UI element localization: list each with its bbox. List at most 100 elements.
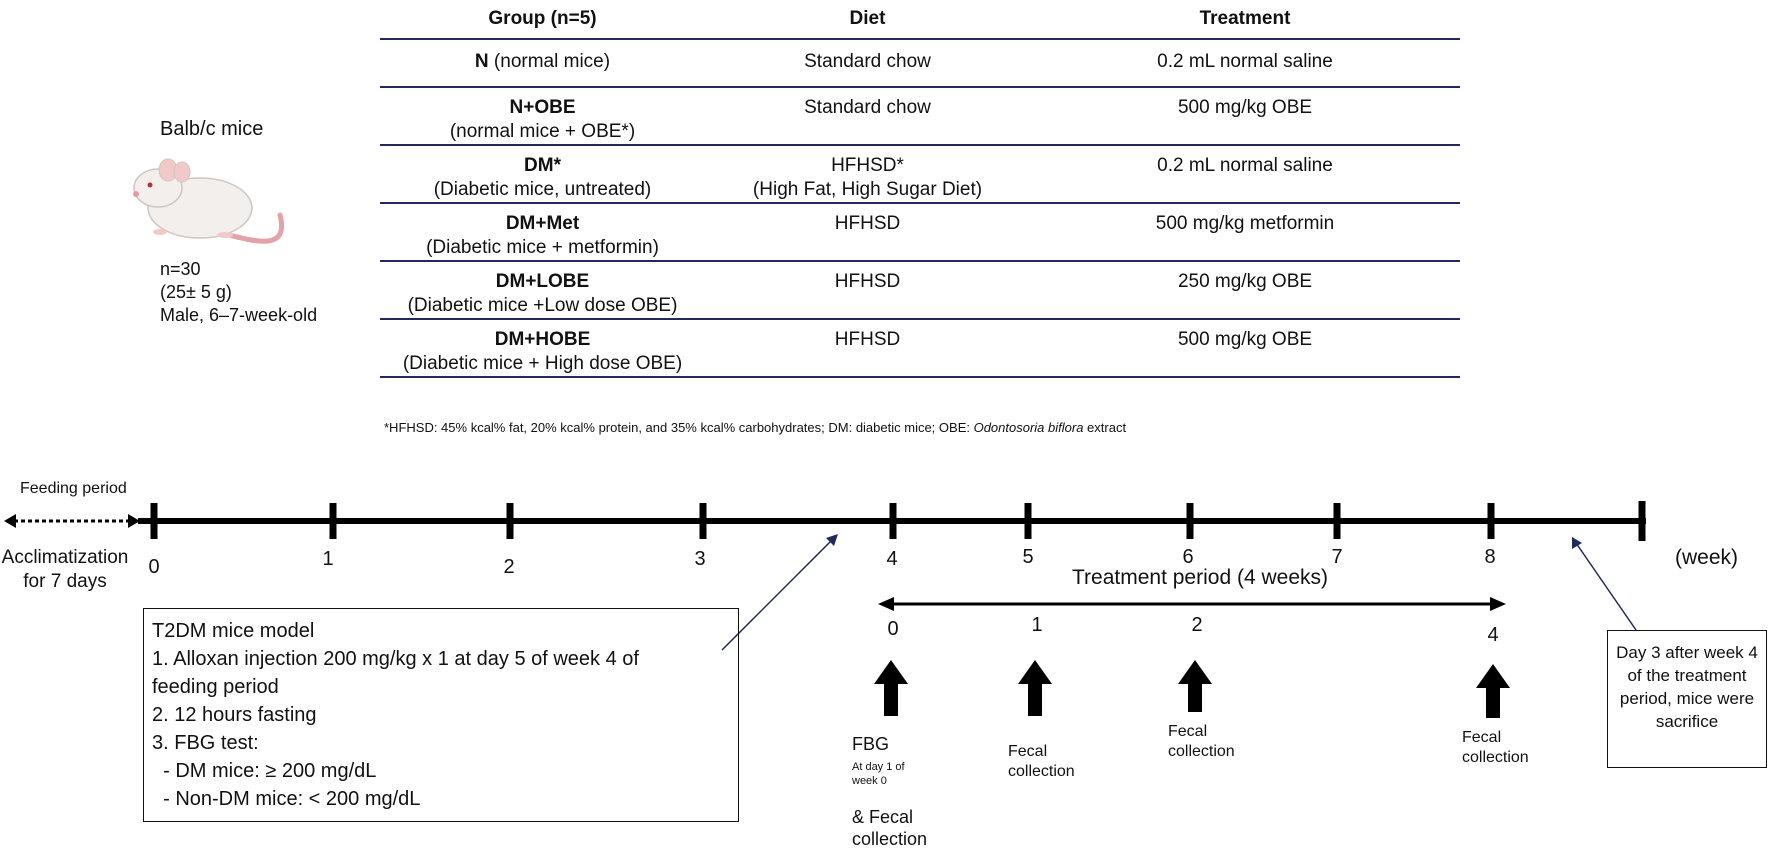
- header-treatment: Treatment: [1199, 8, 1291, 29]
- mouse-strain-label: Balb/c mice: [160, 118, 264, 140]
- fbg-fecal-line: & Fecal: [852, 807, 914, 827]
- model-line: - Non-DM mice: < 200 mg/dL: [152, 788, 421, 810]
- diet-cell: HFHSD: [834, 213, 901, 234]
- fbg-label: FBG: [852, 734, 890, 754]
- diet-cell: HFHSD: [834, 329, 901, 350]
- mouse-weight: (25± 5 g): [160, 282, 232, 302]
- treatment-cell: 0.2 mL normal saline: [1157, 51, 1333, 72]
- sacrifice-pointer-arrow: [1572, 537, 1637, 631]
- header-diet: Diet: [849, 8, 886, 29]
- treatment-week-label: 1: [1031, 614, 1043, 636]
- footnote-end: extract: [1083, 420, 1127, 435]
- feeding-period-label: Feeding period: [20, 480, 127, 497]
- sacrifice-box: Day 3 after week 4 of the treatment peri…: [1607, 630, 1767, 768]
- fecal-line: Fecal: [1008, 743, 1048, 760]
- model-line: feeding period: [152, 676, 279, 698]
- table-row: DM+Met(Diabetic mice + metformin) HFHSD …: [380, 204, 1460, 262]
- week-tick-label: 1: [322, 548, 334, 570]
- week-tick-label: 7: [1331, 546, 1343, 568]
- up-arrow-fecal-2: [1178, 660, 1212, 712]
- group-table: Group (n=5) Diet Treatment N (normal mic…: [380, 0, 1460, 378]
- model-line: 3. FBG test:: [152, 732, 259, 754]
- model-line: 1. Alloxan injection 200 mg/kg x 1 at da…: [152, 648, 639, 670]
- group-cell: DM+HOBE (Diabetic mice + High dose OBE): [380, 328, 705, 376]
- group-cell: DM* (Diabetic mice, untreated): [380, 154, 705, 202]
- group-name: N+OBE: [509, 97, 576, 118]
- fecal-line: Fecal: [1462, 729, 1502, 746]
- group-name: DM+HOBE: [494, 329, 591, 350]
- fecal-collection-label: Fecal collection: [1168, 722, 1235, 762]
- fbg-fecal-label: & Fecal collection: [852, 806, 927, 850]
- fecal-collection-label: Fecal collection: [1008, 742, 1075, 782]
- group-cell: N (normal mice): [380, 50, 705, 74]
- fbg-note-line: week 0: [852, 775, 887, 787]
- table-row: DM* (Diabetic mice, untreated) HFHSD* (Hig…: [380, 146, 1460, 204]
- model-line: - DM mice: ≥ 200 mg/dL: [152, 760, 377, 782]
- week-tick-label: 8: [1484, 546, 1496, 568]
- table-row: DM+LOBE (Diabetic mice +Low dose OBE) HFH…: [380, 262, 1460, 320]
- mouse-count: n=30: [160, 259, 201, 279]
- week-tick-label: 5: [1022, 546, 1034, 568]
- group-cell: DM+Met(Diabetic mice + metformin): [380, 212, 705, 260]
- mouse-illustration: [133, 158, 284, 244]
- acclimatization-label: Acclimatization for 7 days: [1, 547, 129, 592]
- t2dm-model-box: T2DM mice model 1. Alloxan injection 200…: [143, 608, 739, 822]
- treatment-cell: 0.2 mL normal saline: [1157, 155, 1333, 176]
- group-cell: DM+LOBE (Diabetic mice +Low dose OBE): [380, 270, 705, 318]
- model-line: 2. 12 hours fasting: [152, 704, 317, 726]
- table-row: DM+HOBE (Diabetic mice + High dose OBE) H…: [380, 320, 1460, 378]
- treatment-cell: 500 mg/kg OBE: [1177, 97, 1313, 118]
- fecal-line: collection: [1168, 743, 1235, 760]
- group-desc: (normal mice + OBE*): [449, 121, 636, 142]
- group-cell: N+OBE (normal mice + OBE*): [380, 96, 705, 144]
- footnote-text: *HFHSD: 45% kcal% fat, 20% kcal% protein…: [384, 420, 974, 435]
- footnote-species: Odontosoria biflora: [973, 420, 1084, 435]
- up-arrow-fbg: [874, 660, 908, 716]
- week-tick-label: 3: [694, 548, 706, 570]
- fecal-line: collection: [1462, 749, 1529, 766]
- fbg-fecal-line: collection: [852, 829, 928, 849]
- table-row: N+OBE(normal mice + OBE*) Standard chow …: [380, 88, 1460, 146]
- model-pointer-arrow: [721, 534, 838, 651]
- model-line: T2DM mice model: [152, 620, 315, 642]
- fbg-note-line: At day 1 of: [852, 761, 905, 773]
- up-arrow-fecal-1: [1018, 660, 1052, 716]
- treatment-period-arrow: [878, 597, 1506, 611]
- fecal-line: collection: [1008, 763, 1075, 780]
- group-name: DM+LOBE: [495, 271, 590, 292]
- treatment-cell: 500 mg/kg OBE: [1177, 329, 1313, 350]
- week-unit-label: (week): [1675, 546, 1739, 569]
- acclimatization-arrow: [4, 514, 140, 528]
- week-tick-label: 0: [148, 556, 160, 578]
- group-name: DM*: [524, 155, 561, 176]
- fecal-collection-label: Fecal collection: [1462, 728, 1529, 768]
- treatment-week-label: 4: [1487, 624, 1499, 646]
- treatment-period-label: Treatment period (4 weeks): [1072, 566, 1328, 589]
- mouse-details: n=30 (25± 5 g) Male, 6–7-week-old: [160, 258, 317, 327]
- week-tick-label: 4: [886, 548, 898, 570]
- main-timeline: [138, 501, 1646, 541]
- treatment-cell: 500 mg/kg metformin: [1155, 213, 1335, 234]
- treatment-cell: 250 mg/kg OBE: [1177, 271, 1313, 292]
- fbg-note: At day 1 of week 0: [852, 760, 905, 788]
- table-footnote: *HFHSD: 45% kcal% fat, 20% kcal% protein…: [384, 420, 1126, 435]
- week-tick-label: 2: [503, 556, 515, 578]
- fecal-line: Fecal: [1168, 723, 1208, 740]
- diet-desc: (High Fat, High Sugar Diet): [752, 179, 983, 200]
- group-desc: (Diabetic mice +Low dose OBE): [407, 295, 678, 316]
- group-desc: (Diabetic mice, untreated): [433, 179, 652, 200]
- diet-name: HFHSD*: [831, 155, 904, 176]
- group-desc: (Diabetic mice + High dose OBE): [402, 353, 683, 374]
- header-group: Group (n=5): [488, 8, 597, 29]
- table-row: N (normal mice) Standard chow 0.2 mL nor…: [380, 40, 1460, 88]
- mouse-sex-age: Male, 6–7-week-old: [160, 305, 318, 325]
- group-desc: (normal mice): [488, 51, 611, 72]
- up-arrow-fecal-4: [1476, 664, 1510, 718]
- treatment-week-label: 2: [1191, 614, 1203, 636]
- diet-cell: Standard chow: [804, 97, 931, 118]
- diet-cell: HFHSD* (High Fat, High Sugar Diet): [705, 154, 1030, 202]
- group-desc: (Diabetic mice + metformin): [426, 237, 659, 258]
- diet-cell: HFHSD: [834, 271, 901, 292]
- week-tick-label: 6: [1182, 546, 1194, 568]
